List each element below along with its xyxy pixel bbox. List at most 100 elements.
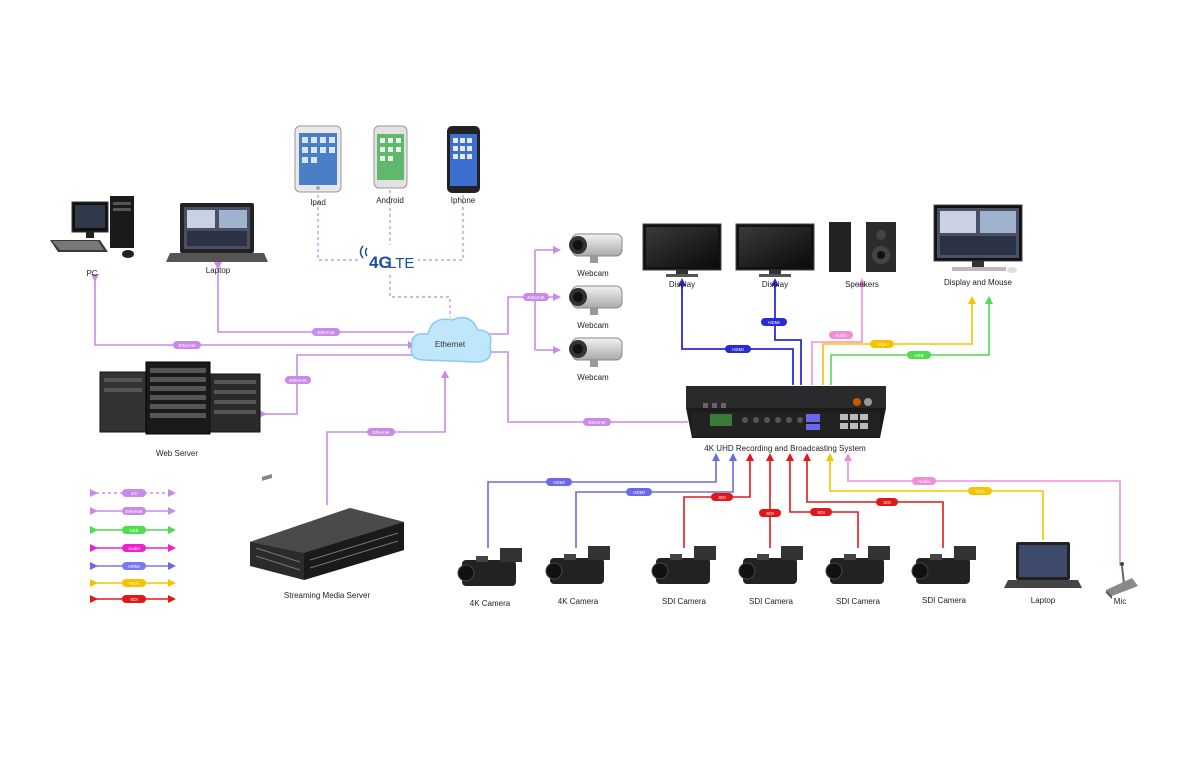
- pill-ethernet-system: Ethernet: [583, 418, 611, 426]
- svg-text:Audio: Audio: [128, 546, 140, 551]
- speakers: Speakers: [829, 222, 896, 289]
- svg-text:HDMI: HDMI: [553, 480, 565, 485]
- display-mouse-label: Display and Mouse: [944, 278, 1013, 287]
- svg-text:SDI: SDI: [883, 500, 891, 505]
- legend-ethernet: Ethernet: [90, 507, 176, 515]
- pill-sdi-4: SDI: [876, 498, 898, 506]
- svg-text:HDMI: HDMI: [633, 490, 645, 495]
- streaming-media-server: Streaming Media Server: [250, 474, 404, 600]
- legend-usb: USB: [90, 526, 176, 534]
- svg-text:Ethernet: Ethernet: [372, 430, 390, 435]
- pc: PC: [50, 196, 134, 278]
- pill-sdi-3: SDI: [810, 508, 832, 516]
- svg-text:Ethernet: Ethernet: [527, 295, 545, 300]
- laptop-icon: [1004, 542, 1082, 588]
- camcorder-4k-1: 4K Camera: [457, 548, 522, 608]
- svg-text:SDI: SDI: [817, 510, 825, 515]
- pc-label: PC: [86, 269, 97, 278]
- ipad-label: Ipad: [310, 198, 326, 207]
- pill-vga-laptop: VGA: [968, 487, 992, 495]
- svg-text:4G: 4G: [369, 253, 392, 272]
- pill-hdmi-cam1: HDMI: [546, 478, 572, 486]
- camcorder-icon: [457, 548, 522, 586]
- display-1-label: Display: [669, 280, 695, 289]
- svg-text:VGA: VGA: [877, 342, 887, 347]
- rack-server-icon: [250, 474, 404, 580]
- pill-ethernet-webserver: Ethernet: [285, 376, 311, 384]
- pill-vga-display: VGA: [870, 340, 894, 348]
- webcam-3-label: Webcam: [577, 373, 609, 382]
- webcam-icon: [569, 233, 623, 263]
- sdi2-label: SDI Camera: [749, 597, 794, 606]
- web-server: Web Server: [99, 361, 261, 458]
- camcorder-sdi-4: SDI Camera: [911, 546, 976, 605]
- laptop-top-label: Laptop: [206, 266, 231, 275]
- svg-text:Ethernet: Ethernet: [289, 378, 307, 383]
- microphone-icon: [1106, 562, 1138, 599]
- svg-text:Audio: Audio: [835, 333, 847, 338]
- monitor-icon: [642, 223, 722, 277]
- lte-logo: 4G LTE: [359, 245, 414, 272]
- legend-sdi: SDI: [90, 595, 176, 603]
- webcam-2: Webcam: [569, 285, 623, 330]
- recording-system: 4K UHD Recording and Broadcasting System: [686, 386, 886, 453]
- svg-text:Ethernet: Ethernet: [125, 509, 143, 514]
- pill-hdmi-cam2: HDMI: [626, 488, 652, 496]
- mic-label: Mic: [1114, 597, 1126, 606]
- pill-hdmi-display1: HDMI: [725, 345, 751, 353]
- pill-audio-speakers: Audio: [829, 331, 853, 339]
- cloud-icon: [410, 316, 492, 363]
- sdi1-label: SDI Camera: [662, 597, 707, 606]
- server-rack-icon: [99, 361, 261, 435]
- pill-audio-mic: Audio: [912, 477, 936, 485]
- camcorder-icon: [825, 546, 890, 584]
- webcam-1: Webcam: [569, 233, 623, 278]
- rack-device-icon: [686, 386, 886, 438]
- camcorder-icon: [545, 546, 610, 584]
- pill-sdi-2: SDI: [759, 509, 781, 517]
- svg-text:USB: USB: [914, 353, 923, 358]
- svg-text:LTE: LTE: [388, 255, 414, 272]
- tablet-icon: [294, 125, 342, 193]
- sdi3-label: SDI Camera: [836, 597, 881, 606]
- webcam-2-label: Webcam: [577, 321, 609, 330]
- pill-ethernet-streaming: Ethernet: [367, 428, 395, 436]
- svg-text:SDI: SDI: [766, 511, 774, 516]
- svg-text:Audio: Audio: [918, 479, 930, 484]
- camcorder-4k-2: 4K Camera: [545, 546, 610, 606]
- svg-text:SDI: SDI: [718, 495, 726, 500]
- svg-text:Ethernet: Ethernet: [588, 420, 606, 425]
- camcorder-sdi-3: SDI Camera: [825, 546, 890, 606]
- speakers-label: Speakers: [845, 280, 879, 289]
- svg-text:VGA: VGA: [129, 581, 139, 586]
- iphone-icon: [447, 126, 480, 193]
- camcorder-icon: [651, 546, 716, 584]
- svg-text:VGA: VGA: [975, 489, 985, 494]
- android-phone-icon: [373, 125, 408, 189]
- laptop-top: Laptop: [166, 203, 268, 275]
- webcam-1-label: Webcam: [577, 269, 609, 278]
- display-1: Display: [642, 223, 722, 289]
- cloud-label: Ethernet: [435, 340, 466, 349]
- iphone-label: Iphone: [451, 196, 476, 205]
- camcorder-icon: [911, 546, 976, 584]
- svg-text:HDMI: HDMI: [768, 320, 780, 325]
- svg-text:Ethernet: Ethernet: [178, 343, 196, 348]
- svg-text:HDMI: HDMI: [732, 347, 744, 352]
- svg-text:Ethernet: Ethernet: [317, 330, 335, 335]
- android: Android: [373, 125, 408, 205]
- legend-hdmi: HDMI: [90, 562, 176, 570]
- signal-icon: [359, 245, 368, 259]
- pill-ethernet-webcam: Ethernet: [523, 293, 549, 301]
- ethernet-cloud: Ethernet: [410, 316, 492, 363]
- pill-sdi-1: SDI: [711, 493, 733, 501]
- ipad: Ipad: [294, 125, 342, 207]
- laptop-icon: [166, 203, 268, 262]
- webcam-icon: [569, 337, 623, 367]
- streaming-server-label: Streaming Media Server: [284, 591, 371, 600]
- sdi4-label: SDI Camera: [922, 596, 967, 605]
- legend: 4G Ethernet USB Audio HDMI VGA: [90, 489, 176, 603]
- laptop-bottom: Laptop: [1004, 542, 1082, 605]
- laptop-bottom-label: Laptop: [1031, 596, 1056, 605]
- speaker-icon: [829, 222, 896, 272]
